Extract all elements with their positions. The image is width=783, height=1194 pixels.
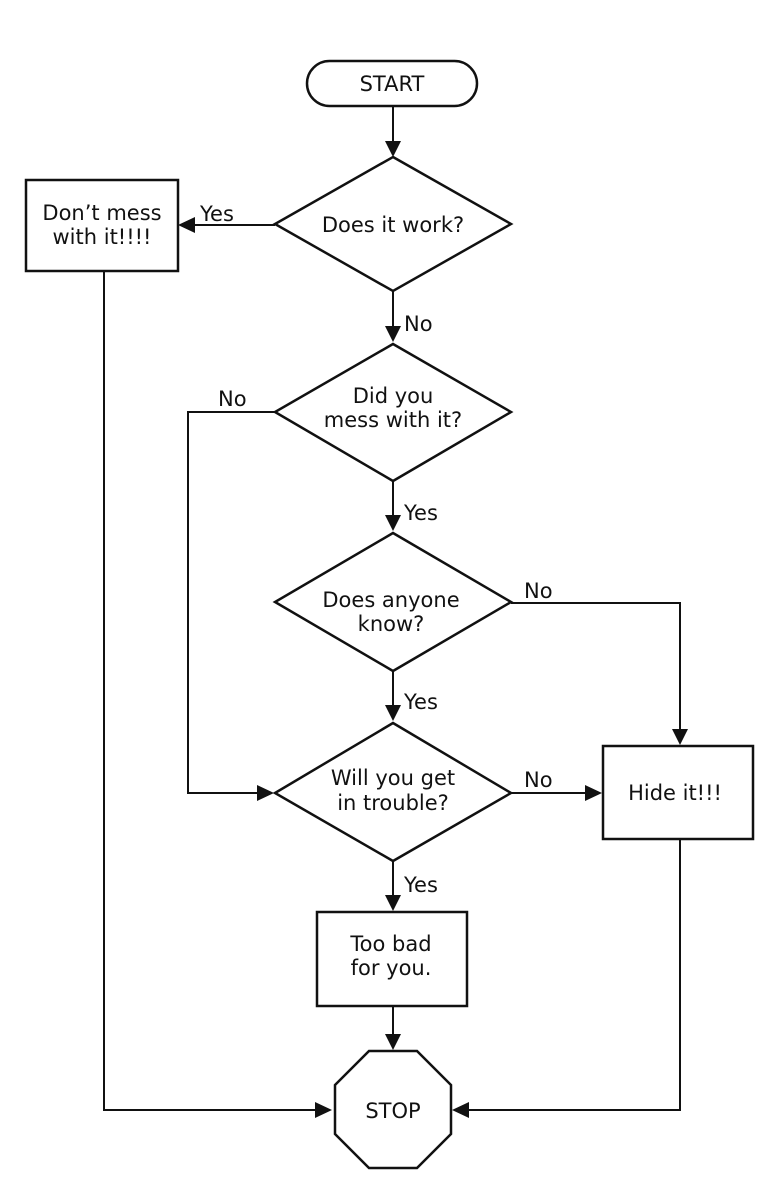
- edge-label-trouble-toobad: Yes: [403, 873, 438, 897]
- node-works-label: Does it work?: [322, 213, 464, 237]
- node-dont-mess-label-line-2: with it!!!!: [53, 225, 152, 249]
- node-messed-label-line-1: Did you: [353, 384, 434, 408]
- arrowhead: [257, 785, 274, 801]
- node-dont-mess: Don’t mess with it!!!!: [24, 178, 180, 273]
- arrowhead: [385, 141, 401, 157]
- edge-trouble-toobad: Yes: [385, 861, 438, 911]
- node-hide-label: Hide it!!!: [628, 781, 722, 805]
- edge-label-anyone-hide: No: [524, 579, 553, 603]
- process-shape: [315, 910, 469, 1008]
- node-messed-label-line-2: mess with it?: [324, 408, 462, 432]
- node-stop-label: STOP: [365, 1099, 420, 1123]
- edge-trouble-hide: No: [511, 768, 602, 801]
- node-start: START: [305, 59, 479, 108]
- node-start-label: START: [360, 72, 425, 96]
- process-shape: [24, 178, 180, 273]
- node-too-bad: Too bad for you.: [315, 910, 469, 1008]
- edge-label-trouble-hide: No: [524, 768, 553, 792]
- connectors: Yes No No Yes No Yes: [103, 106, 688, 1118]
- edge-works-messed: No: [385, 291, 433, 342]
- arrowhead: [178, 217, 195, 233]
- decision-shape: [272, 342, 514, 483]
- decision-shape: [272, 721, 514, 863]
- arrowhead: [385, 515, 401, 531]
- node-too-bad-label-line-2: for you.: [351, 956, 432, 980]
- arrowhead: [385, 1034, 401, 1050]
- decision-shape: [272, 155, 514, 293]
- node-anyone-know-label-line-2: know?: [358, 612, 425, 636]
- edge-label-works-messed: No: [404, 312, 433, 336]
- node-too-bad-label-line-1: Too bad: [349, 932, 431, 956]
- decision-shape: [272, 531, 514, 673]
- edge-label-messed-trouble: No: [218, 387, 247, 411]
- edge-anyone-trouble: Yes: [385, 671, 438, 721]
- arrowhead: [672, 729, 688, 745]
- edge-toobad-stop: [385, 1007, 401, 1050]
- edge-start-works: [385, 106, 401, 157]
- node-stop: STOP: [333, 1049, 453, 1170]
- edge-label-anyone-trouble: Yes: [403, 690, 438, 714]
- edge-hide-stop: [452, 840, 681, 1118]
- arrowhead: [385, 895, 401, 911]
- node-works: Does it work?: [272, 155, 514, 293]
- node-trouble-label-line-1: Will you get: [331, 766, 455, 790]
- edge-label-works-dontmess: Yes: [199, 202, 234, 226]
- edge-anyone-hide: No: [511, 579, 688, 745]
- arrowhead: [315, 1102, 332, 1118]
- node-trouble-label-line-2: in trouble?: [337, 791, 449, 815]
- octagon-shape: [333, 1049, 453, 1170]
- arrowhead: [452, 1102, 469, 1118]
- edge-label-messed-anyone: Yes: [403, 501, 438, 525]
- arrowhead: [385, 705, 401, 721]
- node-anyone-know: Does anyone know?: [272, 531, 514, 673]
- node-messed: Did you mess with it?: [272, 342, 514, 483]
- nodes: START Does it work? Don’t mess with it!!…: [24, 59, 755, 1170]
- edge-works-dontmess: Yes: [178, 202, 275, 233]
- arrowhead: [385, 326, 401, 342]
- node-anyone-know-label-line-1: Does anyone: [322, 588, 459, 612]
- process-shape: [601, 744, 755, 841]
- terminal-shape: [305, 59, 479, 108]
- edge-dontmess-stop: [103, 272, 332, 1118]
- edge-messed-anyone: Yes: [385, 481, 438, 531]
- edge-messed-trouble: No: [187, 387, 275, 801]
- node-hide: Hide it!!!: [601, 744, 755, 841]
- arrowhead: [585, 785, 602, 801]
- node-trouble: Will you get in trouble?: [272, 721, 514, 863]
- node-dont-mess-label-line-1: Don’t mess: [42, 201, 161, 225]
